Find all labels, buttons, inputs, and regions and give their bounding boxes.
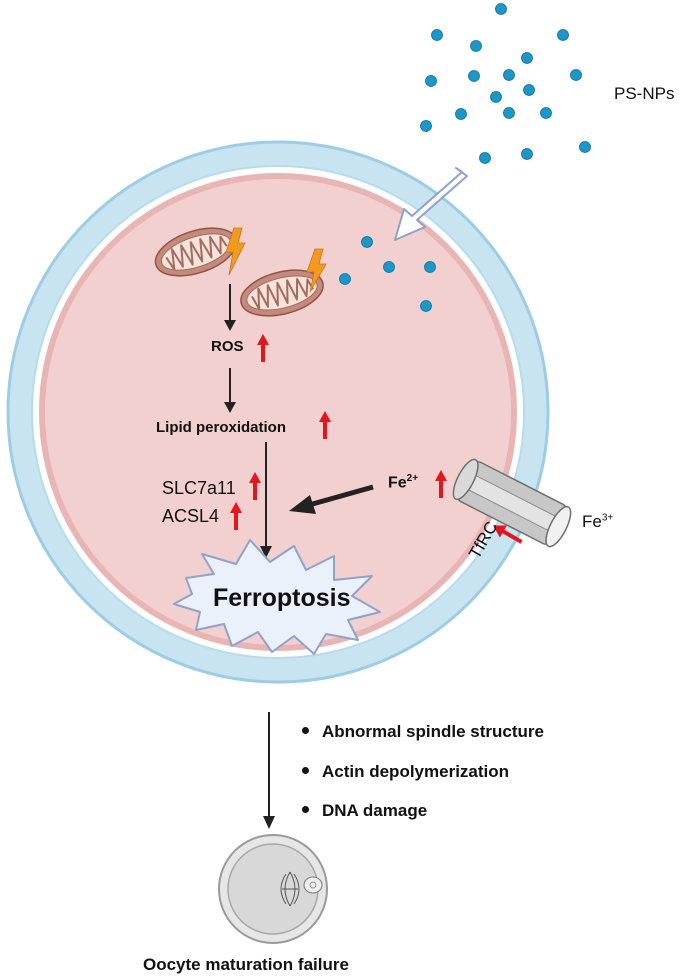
ps-nps-label: PS-NPs [614, 84, 675, 103]
fe2-label: Fe2+ [388, 473, 419, 492]
ps-np-particles-outside [420, 3, 591, 164]
fe-arrowhead [289, 495, 316, 514]
bullet-spindle: Abnormal spindle structure [302, 722, 544, 742]
pathway-arrows [224, 284, 272, 558]
lightning-icon [306, 248, 327, 293]
increase-arrows [230, 334, 447, 530]
fe3-label: Fe3+ [582, 512, 614, 531]
tfrc-channel [452, 458, 572, 548]
outcome-arrow [263, 712, 275, 829]
fe-arrow [308, 484, 374, 508]
entry-arrow [394, 167, 468, 241]
spindle-icon [280, 871, 300, 907]
outcome-label: Oocyte maturation failure [143, 955, 349, 974]
bullet-actin: Actin depolymerization [302, 762, 509, 782]
lightning-icon [225, 227, 246, 276]
bullet-dna: DNA damage [302, 801, 427, 821]
ps-np-particles-inside [339, 236, 436, 312]
ferroptosis-burst [173, 539, 381, 655]
mitochondrion-2 [240, 269, 324, 317]
acsl4-label: ACSL4 [162, 506, 220, 526]
lipid-peroxidation-label: Lipid peroxidation [156, 419, 286, 436]
ferroptosis-label: Ferroptosis [213, 584, 351, 612]
tfrc-increase-arrow [493, 525, 523, 544]
ros-label: ROS [211, 338, 244, 355]
slc7a11-label: SLC7a11 [162, 478, 236, 498]
small-oocyte [218, 834, 328, 944]
